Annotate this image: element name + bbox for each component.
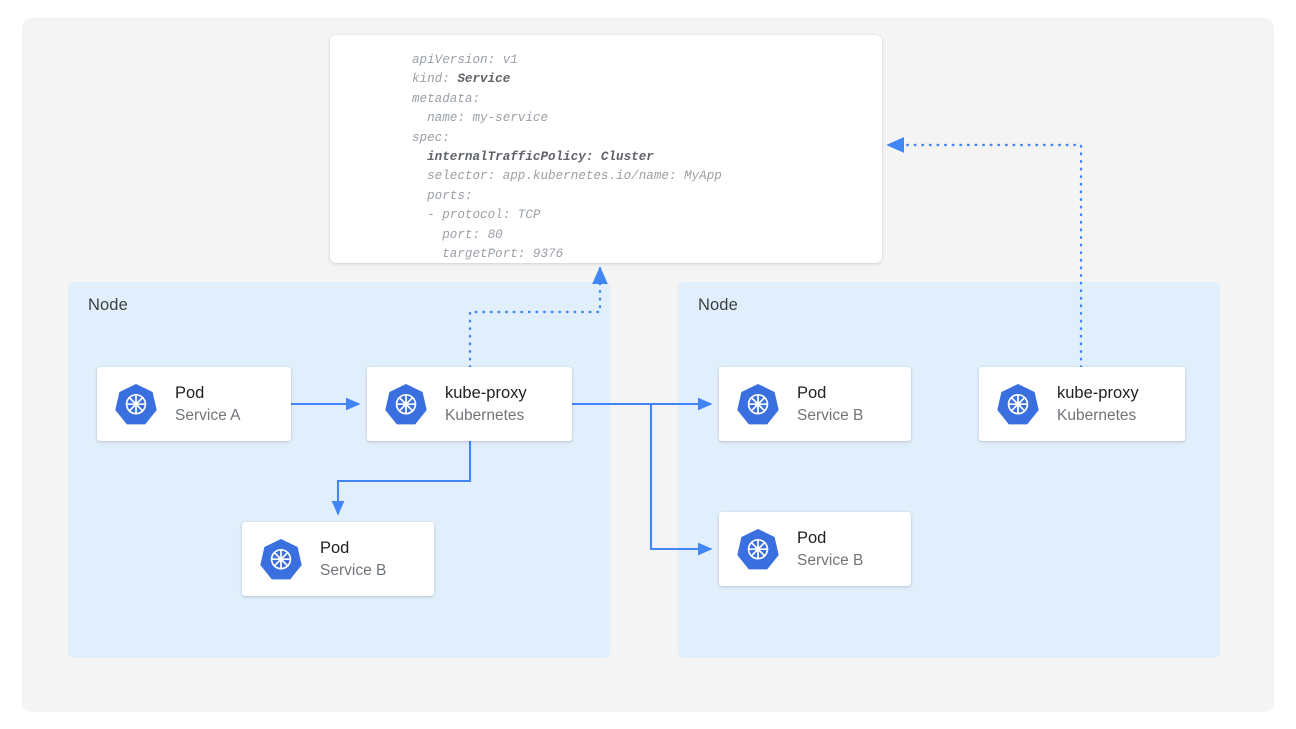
card-text-group: kube-proxy Kubernetes xyxy=(1057,383,1139,426)
card-text-group: Pod Service B xyxy=(797,383,863,426)
service-manifest-card: apiVersion: v1 kind: Service metadata: n… xyxy=(330,35,882,263)
card-text-group: Pod Service B xyxy=(797,528,863,571)
card-pod-service-a[interactable]: Pod Service A xyxy=(97,367,291,441)
node-container-left: Node xyxy=(68,282,610,658)
card-title: Pod xyxy=(797,528,827,547)
card-kube-proxy-right[interactable]: kube-proxy Kubernetes xyxy=(979,367,1185,441)
card-subtitle: Kubernetes xyxy=(1057,406,1137,424)
node-label-left: Node xyxy=(88,296,128,314)
card-subtitle: Kubernetes xyxy=(445,406,525,424)
card-subtitle: Service B xyxy=(797,406,864,424)
card-subtitle: Service A xyxy=(175,406,241,424)
service-manifest-code: apiVersion: v1 kind: Service metadata: n… xyxy=(412,53,722,262)
card-title: Pod xyxy=(797,383,827,402)
node-container-right: Node xyxy=(678,282,1220,658)
kubernetes-icon xyxy=(735,381,781,427)
card-text-group: Pod Service B xyxy=(320,538,386,581)
card-pod-service-b-remote-2[interactable]: Pod Service B xyxy=(719,512,911,586)
card-title: Pod xyxy=(320,538,350,557)
card-kube-proxy-left[interactable]: kube-proxy Kubernetes xyxy=(367,367,572,441)
card-text-group: kube-proxy Kubernetes xyxy=(445,383,527,426)
card-title: kube-proxy xyxy=(445,383,527,402)
card-pod-service-b-local[interactable]: Pod Service B xyxy=(242,522,434,596)
card-pod-service-b-remote-1[interactable]: Pod Service B xyxy=(719,367,911,441)
kubernetes-icon xyxy=(113,381,159,427)
card-subtitle: Service B xyxy=(320,561,387,579)
card-subtitle: Service B xyxy=(797,551,864,569)
kubernetes-icon xyxy=(383,381,429,427)
card-text-group: Pod Service A xyxy=(175,383,240,426)
card-title: kube-proxy xyxy=(1057,383,1139,402)
node-label-right: Node xyxy=(698,296,738,314)
kubernetes-icon xyxy=(995,381,1041,427)
kubernetes-icon xyxy=(735,526,781,572)
card-title: Pod xyxy=(175,383,205,402)
kubernetes-icon xyxy=(258,536,304,582)
